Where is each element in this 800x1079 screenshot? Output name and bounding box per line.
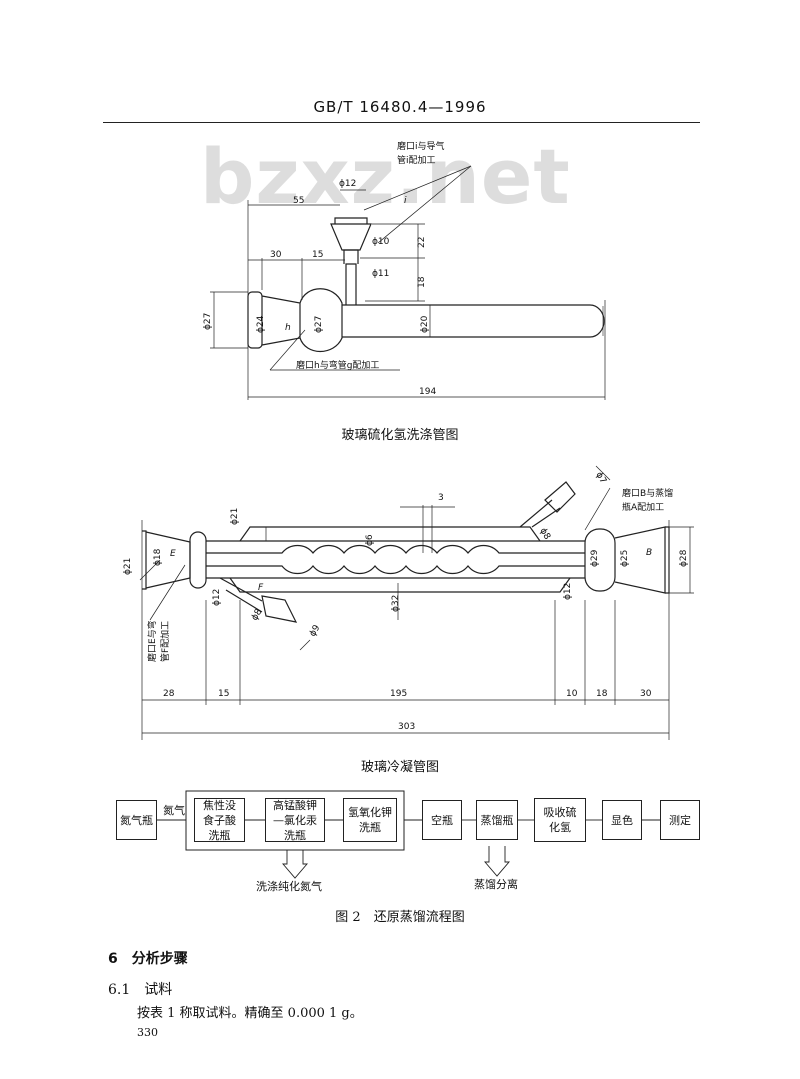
dim-d27-bulb: ϕ27 (314, 316, 324, 333)
section-text: 按表 1 称取试料。精确至 0.000 1 g。 (137, 1006, 363, 1021)
dim-d25: ϕ25 (620, 550, 630, 567)
dim-d7: ϕ7 (593, 471, 607, 486)
box-pyrogallol-washer: 焦性没食子酸洗瓶 (194, 798, 245, 842)
box-empty-bottle: 空瓶 (422, 800, 462, 840)
dim-d11: ϕ11 (372, 269, 389, 279)
dim-194: 194 (419, 387, 436, 397)
nitrogen-label: 氮气 (163, 804, 185, 817)
dim-d24: ϕ24 (256, 315, 266, 333)
page-number: 330 (137, 1026, 158, 1039)
dim-10: 10 (566, 689, 578, 699)
dim-28: 28 (163, 689, 175, 699)
subsection-heading: 6.1 试料 (108, 982, 173, 998)
dim-d12-left: ϕ12 (212, 589, 222, 606)
washing-tube-drawing: ϕ12 55 30 15 ϕ10 ϕ11 22 18 ϕ27 ϕ24 ϕ27 ϕ… (203, 140, 606, 400)
watermark: bzxz.net (200, 132, 571, 221)
dim-d29: ϕ29 (590, 549, 600, 567)
label-i: i (404, 196, 407, 206)
dim-d12-right: ϕ12 (563, 583, 573, 600)
box-color-development: 显色 (602, 800, 642, 840)
dim-d32: ϕ32 (391, 595, 401, 612)
dim-d9: ϕ9 (308, 623, 323, 638)
box-koh-washer: 氢氧化钾洗瓶 (343, 798, 397, 842)
dim-d12: ϕ12 (339, 179, 356, 189)
box-permanganate-washer: 高锰酸钾—氯化汞洗瓶 (265, 798, 325, 842)
header-rule (103, 122, 700, 123)
dim-15: 15 (312, 250, 323, 260)
note-E-line1: 磨口E与弯 (146, 620, 158, 662)
flow-diagram-lines (157, 790, 660, 879)
distill-arrow-label: 蒸馏分离 (474, 878, 518, 891)
dim-3: 3 (438, 493, 444, 503)
dim-d8-left: ϕ8 (250, 607, 265, 622)
dim-303: 303 (398, 722, 415, 732)
dim-d18: ϕ18 (153, 548, 163, 566)
figure-caption-washing-tube: 玻璃硫化氢洗涤管图 (341, 428, 459, 443)
label-E: E (170, 549, 176, 559)
dim-18: 18 (596, 689, 608, 699)
section-heading: 6 分析步骤 (108, 951, 188, 967)
dim-22: 22 (417, 237, 427, 248)
dim-d6: ϕ6 (365, 534, 375, 546)
figure-caption-condenser: 玻璃冷凝管图 (360, 760, 439, 775)
box-h2s-absorption: 吸收硫化氢 (534, 798, 586, 842)
dim-d21-joint: ϕ21 (123, 558, 133, 575)
dim-55: 55 (293, 196, 304, 206)
label-h: h (285, 323, 291, 333)
dim-30: 30 (270, 250, 282, 260)
note-i-line2: 管i配加工 (397, 154, 436, 166)
dim-d21-jacket: ϕ21 (230, 508, 240, 525)
label-B: B (646, 548, 652, 558)
dim-195: 195 (390, 689, 407, 699)
figure-2-caption: 图 2 还原蒸馏流程图 (335, 910, 465, 925)
dim-d28: ϕ28 (679, 549, 689, 567)
dim-d10: ϕ10 (372, 237, 390, 247)
note-B-line1: 磨口B与蒸馏 (622, 487, 673, 499)
note-B-line2: 瓶A配加工 (622, 501, 664, 513)
standard-number: GB/T 16480.4—1996 (313, 98, 487, 116)
condenser-drawing: ϕ21 ϕ18 ϕ21 ϕ12 ϕ6 ϕ32 ϕ8 ϕ9 ϕ8 ϕ7 ϕ29 ϕ… (123, 465, 694, 740)
note-h: 磨口h与弯管g配加工 (296, 359, 379, 371)
box-measurement: 测定 (660, 800, 700, 840)
note-E-line2: 管F配加工 (159, 621, 171, 662)
dim-30: 30 (640, 689, 652, 699)
dim-d20: ϕ20 (420, 315, 430, 333)
wash-arrow-label: 洗涤纯化氮气 (256, 880, 322, 893)
dim-18: 18 (417, 276, 427, 288)
note-i-line1: 磨口i与导气 (397, 140, 445, 152)
dim-15: 15 (218, 689, 229, 699)
box-nitrogen-cylinder: 氮气瓶 (116, 800, 157, 840)
label-F: F (258, 583, 264, 593)
box-distillation-flask: 蒸馏瓶 (476, 800, 518, 840)
dim-d27-joint: ϕ27 (203, 313, 213, 330)
